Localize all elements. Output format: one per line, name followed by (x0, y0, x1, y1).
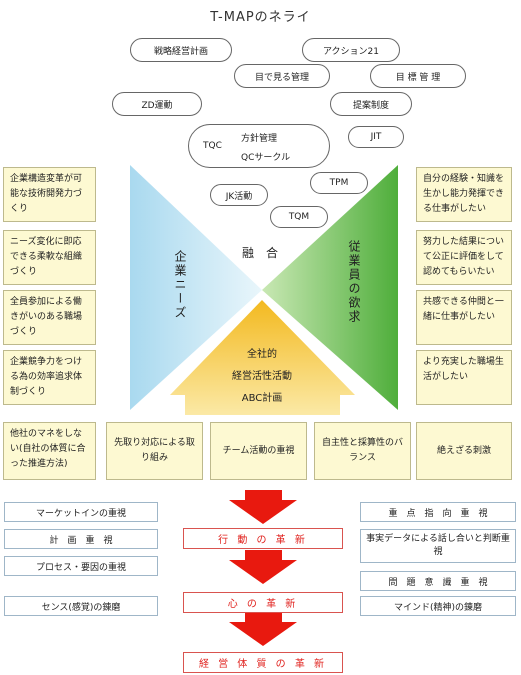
pill-tpm: TPM (310, 172, 368, 194)
left-box-2: ニーズ変化に即応できる柔軟な組織づくり (3, 230, 96, 285)
right-box-2: 努力した結果について公正に評価をして認めてもらいたい (416, 230, 512, 285)
corporate-needs-label: 企業ニーズ (173, 250, 187, 320)
bottom-box-2: 先取り対応による取り組み (106, 422, 203, 480)
right-box-3: 共感できる仲間と一緒に仕事がしたい (416, 290, 512, 345)
arrow-2 (229, 550, 297, 584)
right-focus-3: 問 題 意 識 重 視 (360, 571, 516, 591)
reform-management: 経 営 体 質 の 革 新 (183, 652, 343, 673)
pill-goal-management: 目 標 管 理 (370, 64, 466, 88)
employee-desire-label: 従業員の欲求 (347, 240, 361, 324)
right-box-4: より充実した職場生活がしたい (416, 350, 512, 405)
bottom-box-4: 自主性と採算性のバランス (314, 422, 411, 480)
left-focus-1: マーケットインの重視 (4, 502, 158, 522)
left-triangle (130, 165, 262, 410)
pill-tqm: TQM (270, 206, 328, 228)
arrow-3 (229, 612, 297, 646)
bottom-box-3: チーム活動の重視 (210, 422, 307, 480)
abc-house-text: 全社的 経営活性活動 ABC計画 (210, 344, 314, 410)
bottom-box-1: 他社のマネをしない(自社の体質に合った推進方法) (3, 422, 96, 480)
reform-action: 行 動 の 革 新 (183, 528, 343, 549)
left-focus-3: プロセス・要因の重視 (4, 556, 158, 576)
tqc-label: TQC (203, 141, 222, 151)
diagram-title: T-MAPのネライ (210, 10, 311, 25)
right-triangle (262, 165, 398, 410)
right-focus-2: 事実データによる話し合いと判断重視 (360, 529, 516, 563)
pill-visual-management: 目で見る管理 (234, 64, 330, 88)
bottom-box-5: 絶えざる刺激 (416, 422, 512, 480)
fusion-label: 融 合 (242, 246, 279, 260)
abc-house (170, 300, 355, 415)
right-focus-1: 重 点 指 向 重 視 (360, 502, 516, 522)
pill-strategic-plan: 戦略経営計画 (130, 38, 232, 62)
pill-jit: JIT (348, 126, 404, 148)
left-focus-4: センス(感覚)の錬磨 (4, 596, 158, 616)
left-box-1: 企業構造変革が可能な技術開発力づくり (3, 167, 96, 222)
pill-proposal: 提案制度 (330, 92, 412, 116)
pill-action21: アクション21 (302, 38, 400, 62)
left-focus-2: 計 画 重 視 (4, 529, 158, 549)
pill-zd: ZD運動 (112, 92, 202, 116)
right-focus-4: マインド(精神)の錬磨 (360, 596, 516, 616)
pill-tqc: TQC (188, 124, 330, 168)
left-box-3: 全員参加による働きがいのある職場づくり (3, 290, 96, 345)
left-box-4: 企業競争力をつける為の効率追求体制づくり (3, 350, 96, 405)
house-line-3: ABC計画 (241, 393, 283, 404)
house-line-1: 全社的 (247, 349, 277, 360)
policy-label: 方針管理 (241, 134, 278, 144)
reform-mind: 心 の 革 新 (183, 592, 343, 613)
qc-circle-label: QCサークル (241, 153, 291, 163)
arrow-1 (229, 490, 297, 524)
right-box-1: 自分の経験・知識を生かし能力発揮できる仕事がしたい (416, 167, 512, 222)
pill-jk: JK活動 (210, 184, 268, 206)
house-line-2: 経営活性活動 (232, 371, 292, 382)
